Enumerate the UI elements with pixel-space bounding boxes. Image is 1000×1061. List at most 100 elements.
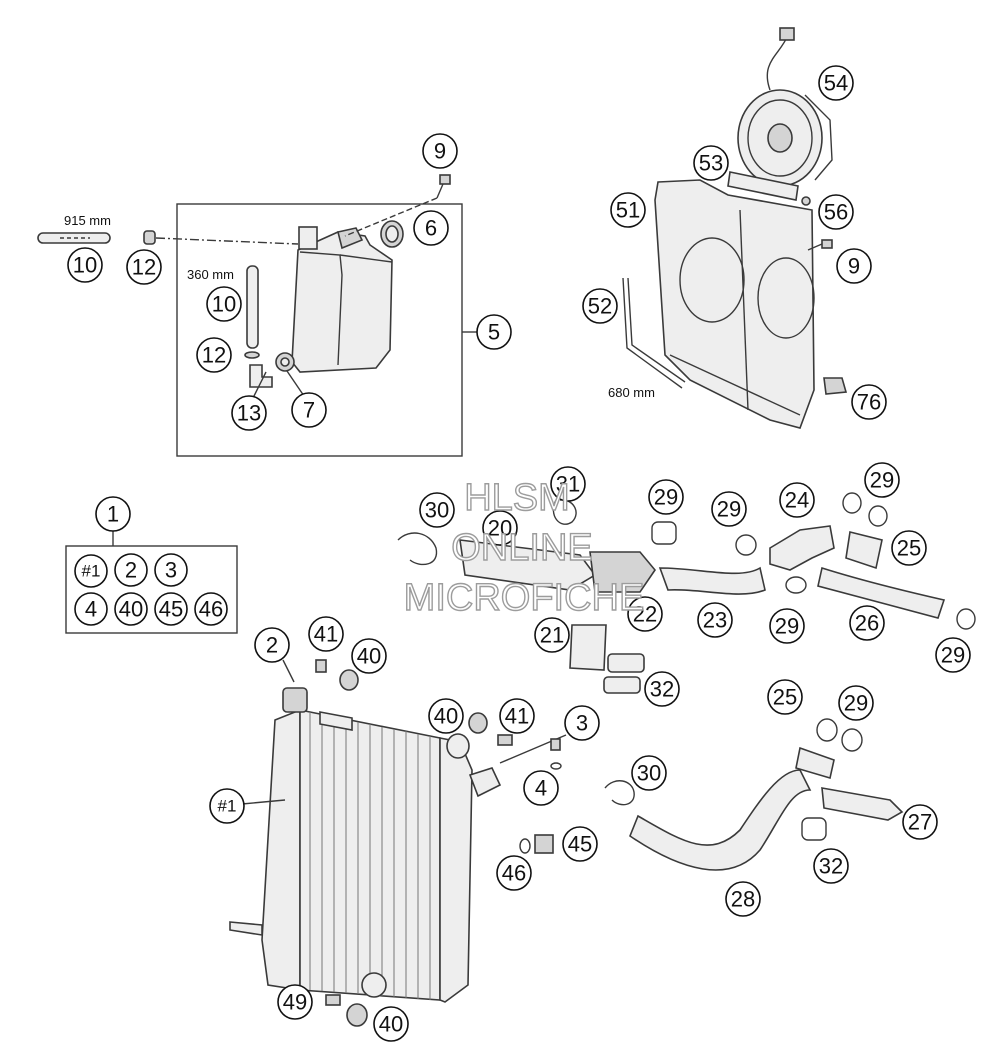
kit-item-4: 4 bbox=[74, 592, 108, 626]
svg-text:25: 25 bbox=[897, 536, 921, 561]
hose-25-top bbox=[845, 531, 883, 570]
svg-text:46: 46 bbox=[502, 861, 526, 886]
svg-text:76: 76 bbox=[857, 390, 881, 415]
tee-24 bbox=[769, 525, 835, 571]
callout-54: 54 bbox=[818, 65, 854, 101]
svg-text:40: 40 bbox=[379, 1012, 403, 1037]
svg-text:24: 24 bbox=[785, 488, 809, 513]
svg-text:30: 30 bbox=[425, 498, 449, 523]
callout-9-shroud: 9 bbox=[836, 248, 872, 284]
kit-item-2: 2 bbox=[114, 553, 148, 587]
plug-45 bbox=[534, 834, 554, 854]
radiator-cap bbox=[282, 687, 308, 713]
fitting-22 bbox=[589, 551, 657, 593]
callout-h1: #1 bbox=[209, 788, 245, 824]
callout-41-mid: 41 bbox=[499, 698, 535, 734]
clamp-29-f bbox=[956, 608, 976, 630]
callout-46: 46 bbox=[496, 855, 532, 891]
upper-hoses bbox=[397, 492, 976, 694]
callout-9-tank: 9 bbox=[422, 133, 458, 169]
svg-text:20: 20 bbox=[488, 516, 512, 541]
callout-25-top: 25 bbox=[891, 530, 927, 566]
svg-text:#1: #1 bbox=[218, 797, 237, 816]
svg-text:56: 56 bbox=[824, 200, 848, 225]
svg-text:3: 3 bbox=[576, 711, 588, 736]
radiator-right-tank bbox=[439, 737, 473, 1003]
callout-29-d: 29 bbox=[769, 608, 805, 644]
svg-text:29: 29 bbox=[870, 468, 894, 493]
dim-680: 680 mm bbox=[608, 385, 655, 400]
svg-text:10: 10 bbox=[212, 292, 236, 317]
tank-group-frame bbox=[176, 203, 463, 457]
svg-text:49: 49 bbox=[283, 990, 307, 1015]
svg-text:30: 30 bbox=[637, 761, 661, 786]
tank-elbow bbox=[249, 364, 273, 388]
callout-32-bottom: 32 bbox=[813, 848, 849, 884]
svg-text:13: 13 bbox=[237, 401, 261, 426]
callout-40-top: 40 bbox=[351, 638, 387, 674]
kit-item-3: 3 bbox=[154, 553, 188, 587]
svg-text:46: 46 bbox=[199, 597, 223, 622]
callout-29-a: 29 bbox=[648, 479, 684, 515]
clamp-29-a bbox=[651, 521, 677, 545]
callout-12-top: 12 bbox=[126, 249, 162, 285]
svg-text:28: 28 bbox=[731, 887, 755, 912]
callout-40-mid: 40 bbox=[428, 698, 464, 734]
svg-text:41: 41 bbox=[505, 704, 529, 729]
callout-76: 76 bbox=[851, 384, 887, 420]
svg-text:40: 40 bbox=[434, 704, 458, 729]
callout-21: 21 bbox=[534, 617, 570, 653]
callout-30-top: 30 bbox=[419, 492, 455, 528]
callout-27: 27 bbox=[902, 804, 938, 840]
callout-10-top: 10 bbox=[67, 247, 103, 283]
svg-text:2: 2 bbox=[125, 558, 137, 583]
fan-shroud bbox=[654, 179, 815, 429]
callout-3: 3 bbox=[564, 705, 600, 741]
callout-28: 28 bbox=[725, 881, 761, 917]
shroud-screw-56 bbox=[801, 196, 811, 206]
callout-29-f: 29 bbox=[838, 685, 874, 721]
hose-26 bbox=[817, 566, 946, 619]
grommet-40-top bbox=[339, 669, 359, 691]
svg-text:22: 22 bbox=[633, 602, 657, 627]
clamp-29-h bbox=[841, 728, 863, 752]
svg-text:29: 29 bbox=[775, 614, 799, 639]
watermark-line3: MICROFICHE bbox=[404, 577, 645, 619]
svg-text:45: 45 bbox=[159, 597, 183, 622]
kit-box bbox=[65, 531, 238, 634]
callout-22: 22 bbox=[627, 596, 663, 632]
lower-hoses bbox=[604, 718, 904, 871]
expansion-tank-group bbox=[37, 174, 478, 457]
svg-text:7: 7 bbox=[303, 398, 315, 423]
svg-text:29: 29 bbox=[844, 691, 868, 716]
svg-text:32: 32 bbox=[650, 677, 674, 702]
svg-text:52: 52 bbox=[588, 294, 612, 319]
screw-41-mid bbox=[497, 734, 513, 746]
callout-56: 56 bbox=[818, 194, 854, 230]
callout-24: 24 bbox=[779, 482, 815, 518]
callout-49: 49 bbox=[277, 984, 313, 1020]
clamp-29-e bbox=[785, 576, 807, 594]
svg-text:21: 21 bbox=[540, 623, 564, 648]
watermark-line1: HLSM bbox=[464, 477, 570, 519]
callout-52: 52 bbox=[582, 288, 618, 324]
hose-28 bbox=[629, 769, 812, 871]
svg-text:29: 29 bbox=[654, 485, 678, 510]
svg-text:1: 1 bbox=[107, 502, 119, 527]
sleeve-32-b bbox=[603, 676, 641, 694]
svg-text:3: 3 bbox=[165, 558, 177, 583]
svg-text:12: 12 bbox=[132, 255, 156, 280]
clamp-31 bbox=[552, 499, 577, 525]
clamp-32 bbox=[801, 817, 827, 841]
grommet-40-mid bbox=[468, 712, 488, 734]
callout-10-mid: 10 bbox=[206, 286, 242, 322]
kit-item-40: 40 bbox=[114, 592, 148, 626]
clamp-29-c bbox=[842, 492, 862, 514]
radiator-left-tank bbox=[261, 708, 301, 991]
callout-20: 20 bbox=[482, 510, 518, 546]
clamp-30-top bbox=[397, 532, 438, 566]
bolt-3 bbox=[550, 738, 561, 751]
clamp-29-g bbox=[816, 718, 838, 742]
svg-text:#1: #1 bbox=[82, 562, 101, 581]
